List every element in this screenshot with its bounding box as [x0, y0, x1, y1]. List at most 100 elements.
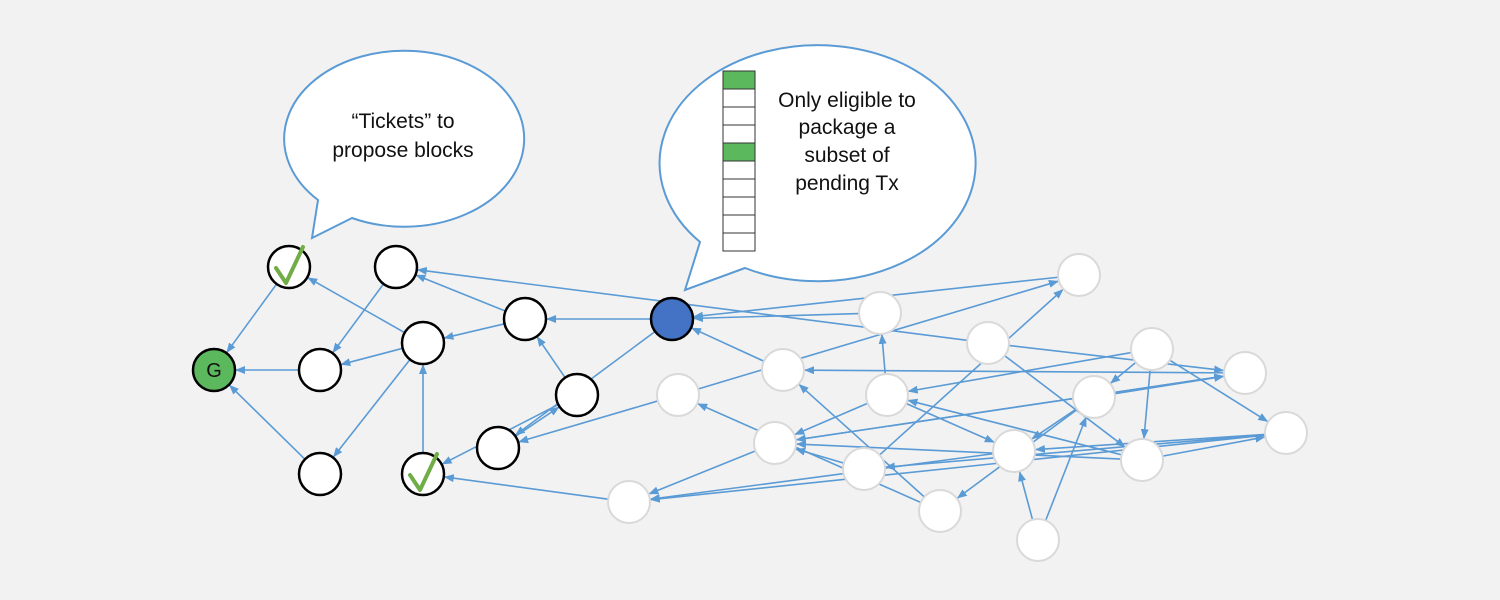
block-circle: [992, 429, 1036, 473]
block-circle: [858, 291, 902, 335]
edge-f5-to-S: [691, 327, 765, 362]
edge-f12-to-f11: [1110, 361, 1137, 384]
edge-f4-to-S: [692, 312, 860, 323]
pending-tx-slot: [722, 106, 756, 126]
block-circle: [297, 347, 343, 393]
block-circle: [918, 489, 962, 533]
edge-f7-to-f3: [794, 402, 869, 436]
subset-callout-line-1: Only eligible to: [778, 89, 916, 112]
tickets-callout-line-1: “Tickets” to: [351, 110, 454, 133]
edge-f7-to-f4: [878, 333, 887, 375]
pending-tx-slot: [722, 196, 756, 216]
checkmark-icon: [274, 245, 305, 285]
tickets-callout: “Tickets” to propose blocks: [283, 49, 526, 240]
edge-f12-to-f15: [1140, 369, 1151, 440]
edge-f15-to-f16: [1162, 434, 1266, 457]
block-label: G: [206, 360, 222, 382]
block-circle: [761, 348, 805, 392]
block-circle: [966, 321, 1010, 365]
block-circle: [191, 347, 237, 393]
pending-tx-slot: [722, 232, 756, 252]
pending-tx-list: [722, 70, 756, 252]
block-circle: [502, 296, 548, 342]
pending-block: [656, 373, 700, 417]
edge-f1-to-a7: [518, 400, 659, 444]
subset-callout-line-3: subset of: [804, 144, 889, 167]
dag-edges: [226, 266, 1269, 521]
block-circle: [1057, 253, 1101, 297]
edge-f16-to-f2: [649, 434, 1266, 503]
block-circle: [554, 372, 600, 418]
block-circle: [1072, 375, 1116, 419]
pending-block: [1072, 375, 1116, 419]
edge-f11-to-f14: [1114, 373, 1225, 395]
selected-block: [649, 296, 695, 342]
edge-f14-to-f3: [795, 375, 1225, 443]
block-node: [297, 451, 343, 497]
pending-block: [865, 373, 909, 417]
pending-tx-slot: [722, 214, 756, 234]
block-node: [502, 296, 548, 342]
subset-bubble-shape: [658, 44, 977, 292]
block-circle: [1223, 351, 1267, 395]
pending-tx-slot: [722, 178, 756, 198]
pending-tx-slot: [722, 88, 756, 108]
edge-f6-to-f13: [879, 289, 1064, 456]
edge-a4-to-a3: [332, 359, 411, 458]
checkmark-icon: [408, 452, 439, 492]
edge-f1-to-f13: [697, 280, 1059, 390]
subset-callout-line-2: package a: [799, 116, 896, 139]
subset-callout: Only eligible to package a subset of pen…: [658, 44, 977, 292]
block-circle: [656, 373, 700, 417]
block-circle: [753, 421, 797, 465]
edge-f8-to-f5: [798, 384, 925, 498]
pending-block: [992, 429, 1036, 473]
edge-f12-to-f16: [1169, 359, 1269, 422]
block-circle: [373, 244, 419, 290]
block-circle: [607, 480, 651, 524]
pending-block: [607, 480, 651, 524]
block-circle: [649, 296, 695, 342]
tickets-callout-line-2: propose blocks: [332, 139, 473, 162]
edge-a5-to-a4: [443, 323, 505, 340]
edge-f3-to-f2: [648, 450, 756, 495]
block-node: [554, 372, 600, 418]
edge-a6-to-a5: [536, 336, 566, 379]
ticket-block: [400, 451, 446, 497]
pending-block: [761, 348, 805, 392]
dag-nodes: G: [191, 244, 1308, 562]
edge-f14-to-f5: [803, 366, 1225, 375]
block-node: [475, 425, 521, 471]
pending-block: [1130, 327, 1174, 371]
pending-block: [1264, 411, 1308, 455]
pending-block: [966, 321, 1010, 365]
block-circle: [1130, 327, 1174, 371]
edge-f7-to-f10: [905, 402, 995, 443]
block-circle: [1120, 438, 1164, 482]
edge-f16-to-f6: [884, 433, 1266, 471]
edge-a1-to-a2: [332, 283, 385, 354]
block-circle: [865, 373, 909, 417]
edge-a5-to-a1: [415, 274, 506, 312]
edge-f2-to-t2: [443, 474, 609, 500]
pending-block: [1120, 438, 1164, 482]
pending-block: [753, 421, 797, 465]
pending-tx-slot-eligible: [722, 142, 756, 162]
edge-t1-to-G: [226, 283, 278, 354]
block-circle: [475, 425, 521, 471]
tickets-bubble-shape: [283, 49, 526, 240]
block-circle: [1016, 518, 1060, 562]
block-circle: [297, 451, 343, 497]
subset-callout-line-4: pending Tx: [795, 172, 899, 195]
edge-f17-to-f11: [1044, 416, 1087, 521]
pending-block: [842, 447, 886, 491]
edge-f10-to-f2: [649, 452, 994, 502]
block-circle: [842, 447, 886, 491]
edge-a3-to-G: [228, 384, 306, 460]
edge-f6-to-f3: [795, 447, 845, 464]
pending-block: [918, 489, 962, 533]
edge-a4-to-a2: [340, 347, 403, 367]
block-node: [373, 244, 419, 290]
